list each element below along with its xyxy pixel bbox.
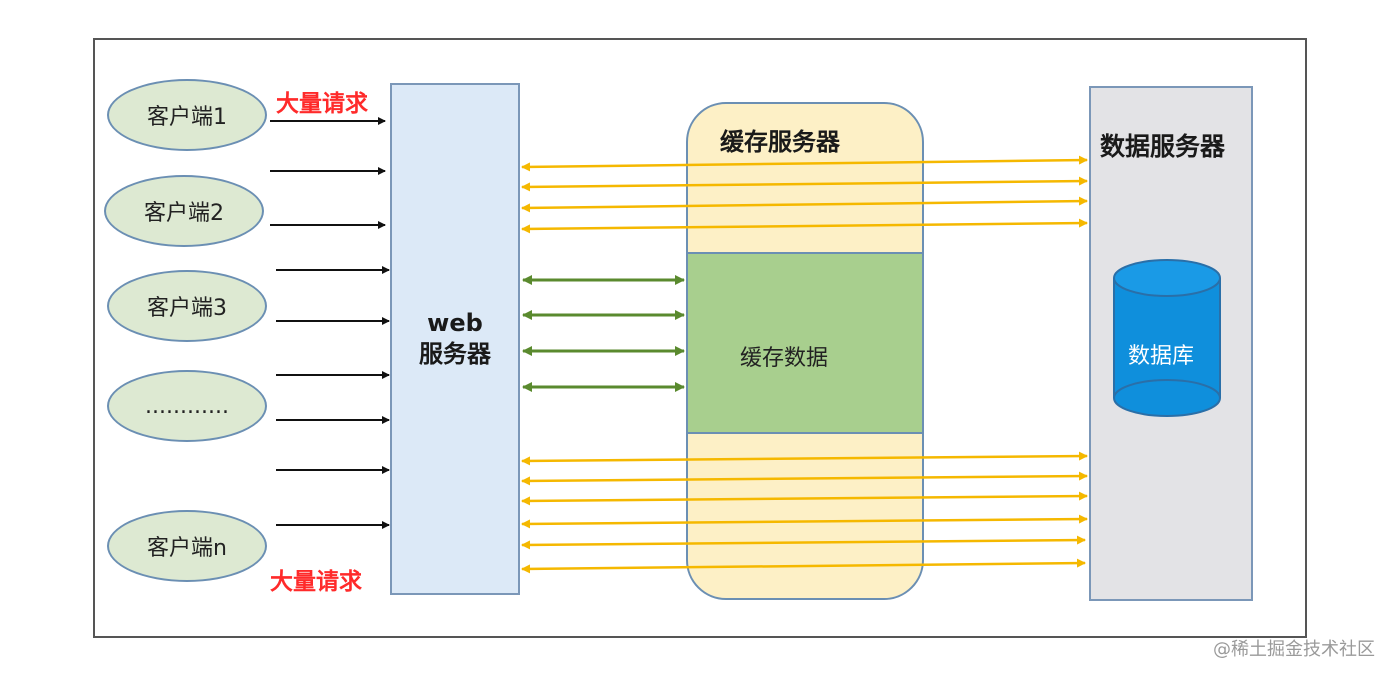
db-arrow xyxy=(521,218,1088,234)
db-arrow xyxy=(521,155,1088,172)
web-server-label: web 服务器 xyxy=(400,308,510,370)
cache-server-title: 缓存服务器 xyxy=(720,128,840,156)
cache-arrows xyxy=(522,275,685,392)
db-arrows-bottom xyxy=(521,451,1088,574)
db-arrows-top xyxy=(521,155,1088,234)
data-server-title: 数据服务器 xyxy=(1100,132,1226,161)
database-icon xyxy=(1113,259,1221,417)
db-arrow xyxy=(521,491,1088,506)
db-arrow xyxy=(521,535,1086,550)
web-server-box: web 服务器 xyxy=(390,83,520,595)
db-arrow xyxy=(521,176,1088,192)
db-arrow xyxy=(521,471,1088,486)
client-n: 客户端n xyxy=(107,510,267,582)
client-1: 客户端1 xyxy=(107,79,267,151)
client-ellipsis: ............ xyxy=(107,370,267,442)
database-label: 数据库 xyxy=(1128,344,1195,369)
client-2: 客户端2 xyxy=(104,175,264,247)
request-arrows xyxy=(270,117,390,529)
db-arrow xyxy=(521,196,1088,213)
web-server-label-line1: web xyxy=(427,308,483,337)
client-3: 客户端3 xyxy=(107,270,267,342)
watermark: @稀土掘金技术社区 xyxy=(1213,639,1375,660)
db-arrow xyxy=(521,451,1088,466)
db-arrow xyxy=(521,558,1086,574)
cache-data-box xyxy=(688,252,922,434)
request-label-bottom: 大量请求 xyxy=(270,569,362,595)
db-arrow xyxy=(521,514,1088,529)
web-server-label-line2: 服务器 xyxy=(419,340,491,368)
request-label-top: 大量请求 xyxy=(276,91,368,117)
cache-data-label: 缓存数据 xyxy=(740,346,829,371)
